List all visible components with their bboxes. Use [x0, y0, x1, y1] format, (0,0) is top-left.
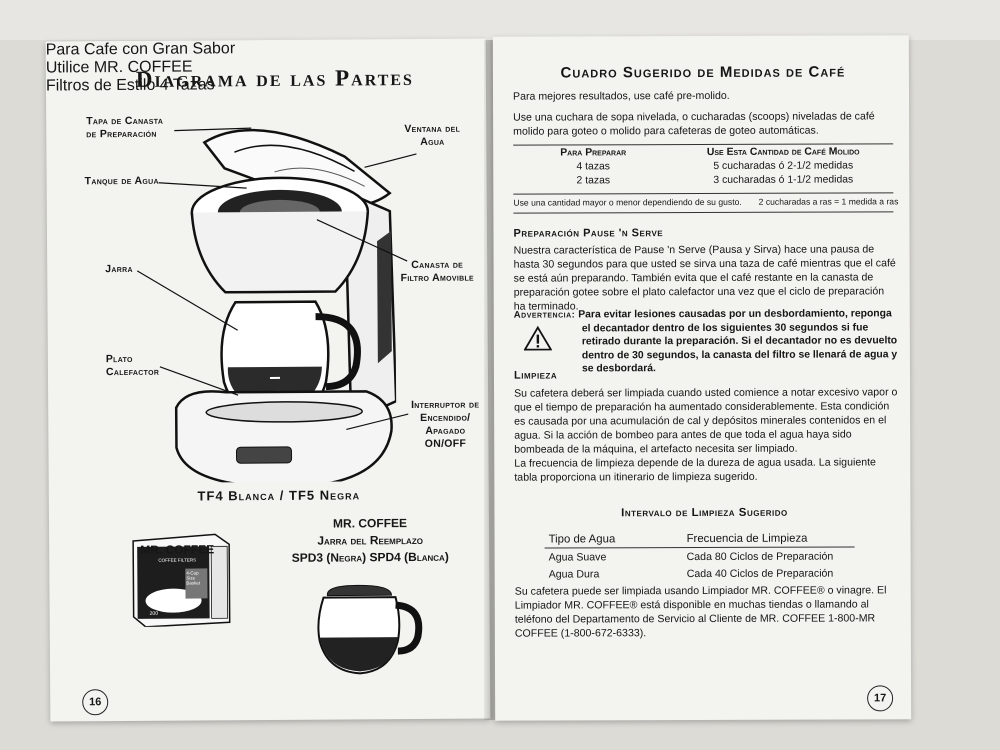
cleaning-water-type: Agua Dura: [548, 567, 600, 581]
table-row: Agua Suave Cada 80 Ciclos de Preparación: [545, 547, 855, 565]
intro-text-2: Use una cuchara de sopa nivelada, o cuch…: [513, 110, 875, 138]
replacement-carafe-image: [317, 584, 423, 675]
filter-box-sub: COFFEE FILTERS: [158, 557, 197, 563]
measures-col2-header: Use Esta Cantidad de Café Molido: [706, 146, 860, 158]
reemplazo-brand: MR. COFFEE: [332, 516, 408, 531]
filter-box-label: 4-Cup Size Basket: [186, 570, 201, 586]
measures-note: Use una cantidad mayor o menor dependien…: [513, 194, 898, 209]
closing-text: Su cafetera puede ser limpiada usando Li…: [514, 584, 887, 640]
warning-block: Advertencia: Para evitar lesiones causad…: [514, 307, 899, 376]
callout-ventana: Ventana del Agua: [404, 122, 461, 148]
intervalo-title: Intervalo de Limpieza Sugerido: [621, 506, 788, 520]
limpieza-section-title: Limpieza: [513, 369, 558, 382]
measures-cups: 2 tazas: [576, 175, 611, 187]
callout-tapa: Tapa de Canasta de Preparación: [86, 114, 164, 141]
measures-header-row: Para Preparar Use Esta Cantidad de Café …: [513, 145, 893, 160]
callout-interruptor: Interruptor de Encendido/ Apagado ON/OFF: [411, 398, 480, 450]
left-page: Diagrama de las Partes: [45, 38, 491, 722]
cleaning-interval-table: Tipo de Agua Frecuencia de Limpieza Agua…: [544, 529, 855, 582]
cleaning-frequency: Cada 80 Ciclos de Preparación: [686, 550, 834, 563]
warning-text: Para evitar lesiones causadas por un des…: [578, 308, 898, 375]
measures-table: Para Preparar Use Esta Cantidad de Café …: [513, 145, 893, 188]
callout-plato: Plato Calefactor: [105, 352, 160, 379]
intro-text: Para mejores resultados, use café pre-mo…: [512, 89, 730, 103]
table-row: 4 tazas 5 cucharadas ó 2-1/2 medidas: [513, 159, 893, 174]
limpieza-text-1: Su cafetera deberá ser limpiada cuando u…: [514, 386, 898, 456]
filter-box-brand: MR. COFFEE: [140, 542, 215, 557]
measures-col1-header: Para Preparar: [560, 147, 627, 159]
filter-box-count: 200: [149, 610, 158, 617]
callout-lines: [136, 127, 417, 431]
table-row: 2 tazas 3 cucharadas ó 1-1/2 medidas: [513, 173, 893, 188]
table-row: Agua Dura Cada 40 Ciclos de Preparación: [545, 564, 855, 582]
cleaning-frequency: Cada 40 Ciclos de Preparación: [686, 567, 834, 580]
pause-section-text: Nuestra característica de Pause 'n Serve…: [513, 243, 896, 313]
cleaning-water-type: Agua Suave: [548, 550, 607, 564]
measures-cups: 4 tazas: [576, 161, 611, 173]
cleaning-col2-header: Frecuencia de Limpieza: [686, 532, 808, 545]
cleaning-header-row: Tipo de Agua Frecuencia de Limpieza: [544, 529, 855, 549]
page-number: 17: [867, 685, 894, 712]
pause-section-title: Preparación Pause 'n Serve: [513, 227, 664, 240]
desk-background: [0, 0, 1000, 40]
callout-tanque: Tanque de Agua: [84, 174, 159, 188]
reemplazo-line3: SPD3 (Negra) SPD4 (Blanca): [291, 549, 449, 565]
measures-note-left: Use una cantidad mayor o menor dependien…: [513, 196, 742, 208]
limpieza-text-2: La frecuencia de limpieza depende de la …: [514, 456, 876, 484]
right-page: Cuadro Sugerido de Medidas de Café Para …: [492, 35, 912, 721]
warning-label: Advertencia:: [513, 309, 576, 321]
page-title: Cuadro Sugerido de Medidas de Café: [560, 63, 846, 82]
divider: [513, 211, 894, 214]
callout-jarra: Jarra: [105, 262, 133, 276]
reemplazo-line2: Jarra del Reemplazo: [317, 532, 423, 548]
model-line: TF4 Blanca / TF5 Negra: [197, 487, 361, 504]
measures-amount: 3 cucharadas ó 1-1/2 medidas: [713, 174, 854, 186]
replacement-carafe-text: MR. COFFEE Jarra del Reemplazo SPD3 (Neg…: [275, 515, 465, 567]
warning-icon: [523, 325, 552, 351]
coffee-maker-illustration: [174, 128, 397, 483]
callout-canasta: Canasta de Filtro Amovible: [400, 258, 475, 285]
measures-amount: 5 cucharadas ó 2-1/2 medidas: [713, 160, 854, 172]
measures-note-right: 2 cucharadas a ras = 1 medida a ras: [758, 196, 899, 207]
page-number: 16: [82, 689, 109, 716]
filter-box-image: MR. COFFEE COFFEE FILTERS 4-Cup Size Bas…: [129, 530, 234, 628]
cleaning-col1-header: Tipo de Agua: [548, 532, 616, 546]
